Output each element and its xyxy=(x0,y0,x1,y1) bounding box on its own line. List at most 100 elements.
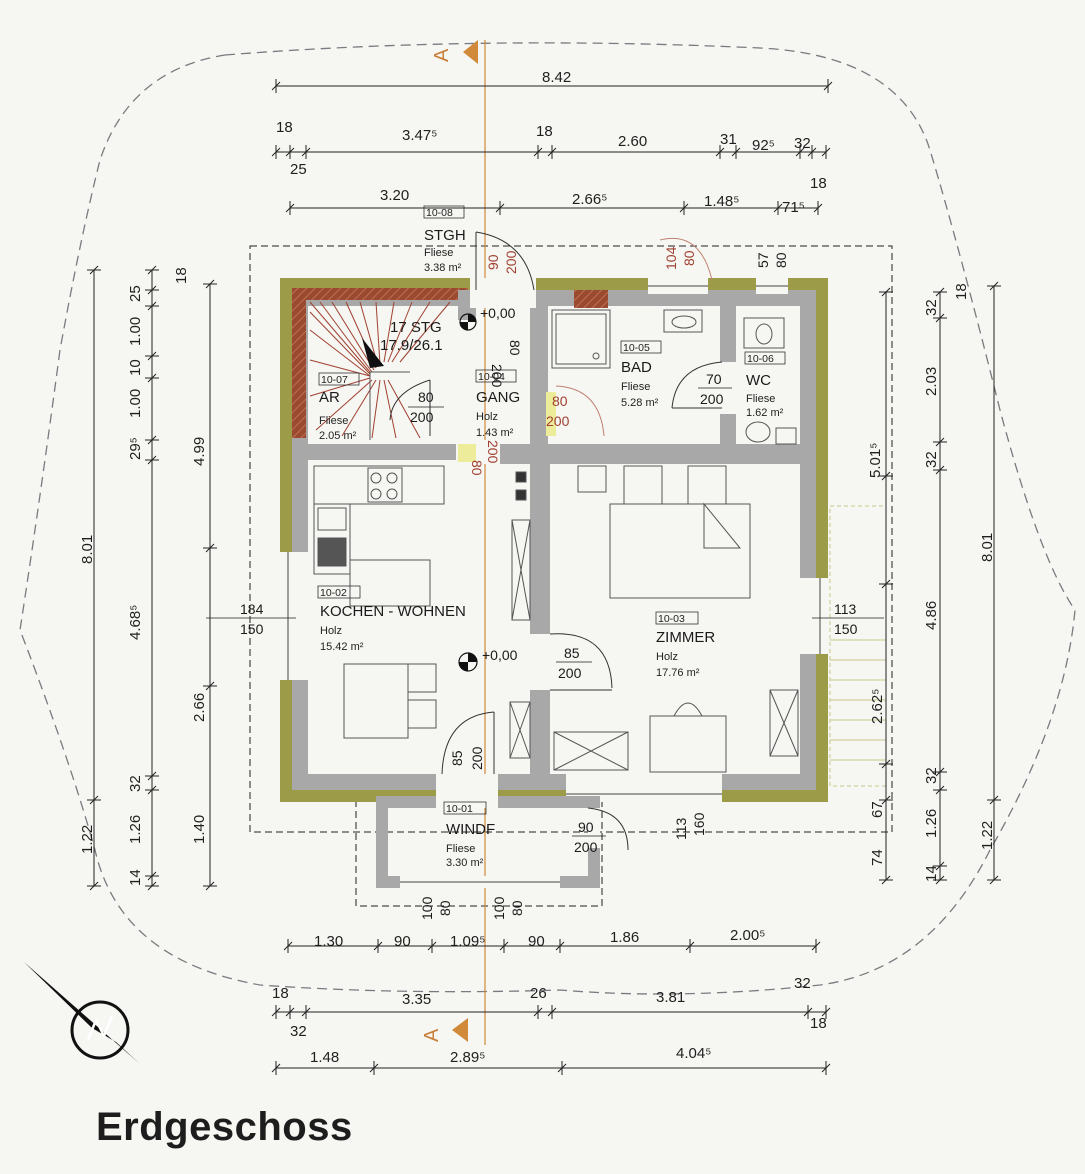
svg-text:80: 80 xyxy=(773,252,789,268)
door-label-entrance: 85 200 xyxy=(449,746,485,770)
plot-boundary xyxy=(19,42,1076,995)
level-label: +0,00 xyxy=(480,305,516,321)
door-label-ar: 80 200 xyxy=(408,389,444,425)
room-id: 10-06 xyxy=(747,353,774,365)
room-floor: Holz xyxy=(656,651,678,663)
dim-right: 1.22 xyxy=(979,821,996,850)
room-windfang: 10-01 WINDF Fliese 3.30 m² xyxy=(443,801,495,869)
room-zimmer: 10-03 ZIMMER Holz 17.76 m² xyxy=(655,611,715,679)
room-area: 3.38 m² xyxy=(424,262,462,274)
svg-text:200: 200 xyxy=(700,391,724,407)
dim-left: 1.00 xyxy=(127,389,144,418)
room-id: 10-01 xyxy=(446,803,473,815)
room-stgh: 10-08 STGH Fliese 3.38 m² xyxy=(423,205,466,274)
room-id: 10-05 xyxy=(623,342,650,354)
room-floor: Fliese xyxy=(746,393,775,405)
section-marker-bottom-arrow xyxy=(452,1018,468,1042)
stair-ratio-label: 17.9/26.1 xyxy=(380,337,443,354)
dim-right: 5.01⁵ xyxy=(867,443,884,478)
svg-text:200: 200 xyxy=(469,746,485,770)
room-kochen-wohnen: 10-02 KOCHEN - WOHNEN Holz 15.42 m² xyxy=(317,585,466,653)
dim-right: 4.86 xyxy=(923,601,940,630)
dim-top: 18 xyxy=(276,119,293,136)
dim-top: 3.20 xyxy=(380,187,409,204)
dim-bottom: 3.35 xyxy=(402,991,431,1008)
dim-left: 1.26 xyxy=(127,815,144,844)
dim-left: 10 xyxy=(127,359,144,376)
room-gang: 10-04 GANG Holz 1.43 m² xyxy=(475,369,520,439)
dim-top: 71⁵ xyxy=(782,199,805,216)
porch-walls xyxy=(376,796,600,888)
svg-text:80: 80 xyxy=(552,393,568,409)
dim-bottom: 32 xyxy=(794,975,811,992)
dim-top: 92⁵ xyxy=(752,137,775,154)
room-area: 17.76 m² xyxy=(656,667,700,679)
dim-left: 2.66 xyxy=(191,693,208,722)
room-name: AR xyxy=(319,389,340,406)
svg-text:80: 80 xyxy=(469,460,485,476)
svg-text:200: 200 xyxy=(410,409,434,425)
dim-right: 18 xyxy=(953,283,970,300)
dim-right: 67 xyxy=(869,801,886,818)
section-marker-bottom: A xyxy=(421,1028,443,1042)
svg-text:90: 90 xyxy=(578,819,594,835)
svg-text:113: 113 xyxy=(834,601,857,617)
room-bad: 10-05 BAD Fliese 5.28 m² xyxy=(620,340,662,409)
room-name: BAD xyxy=(621,359,652,376)
svg-text:100: 100 xyxy=(419,896,435,920)
svg-text:184: 184 xyxy=(240,601,264,617)
dim-bottom: 18 xyxy=(272,985,289,1002)
level-label: +0,00 xyxy=(482,647,518,663)
room-id: 10-07 xyxy=(321,374,348,386)
room-name: KOCHEN - WOHNEN xyxy=(320,603,466,620)
svg-text:150: 150 xyxy=(834,621,858,637)
svg-text:80: 80 xyxy=(437,900,453,916)
svg-text:150: 150 xyxy=(240,621,264,637)
door-label-gang-vertical: 200 80 xyxy=(489,340,523,388)
door-label-bad: 80 200 xyxy=(546,393,570,429)
svg-text:113: 113 xyxy=(673,817,689,840)
dim-left: 1.00 xyxy=(127,317,144,346)
room-wc: 10-06 WC Fliese 1.62 m² xyxy=(744,351,786,419)
dim-right: 2.62⁵ xyxy=(869,689,886,724)
stair-steps-label: 17 STG xyxy=(390,319,442,336)
dim-left: 4.99 xyxy=(191,437,208,466)
north-arrow-icon xyxy=(24,962,140,1064)
bedroom-furniture xyxy=(553,465,799,773)
dim-top: 18 xyxy=(536,123,553,140)
svg-text:80: 80 xyxy=(509,900,525,916)
svg-text:104: 104 xyxy=(663,246,679,270)
svg-text:200: 200 xyxy=(485,440,501,464)
dim-left: 18 xyxy=(173,267,190,284)
dim-left: 25 xyxy=(127,285,144,302)
svg-text:85: 85 xyxy=(449,750,465,766)
svg-text:200: 200 xyxy=(489,364,505,388)
dim-left: 14 xyxy=(127,869,144,886)
dim-top: 2.66⁵ xyxy=(572,191,607,208)
window-mark-bottom: 113 160 xyxy=(673,812,707,840)
door-label-stgh: 90 200 xyxy=(485,250,519,274)
room-area: 1.43 m² xyxy=(476,427,514,439)
room-id: 10-03 xyxy=(658,613,685,625)
dim-bottom: 1.09⁵ xyxy=(450,933,485,950)
dim-right: 32 xyxy=(923,299,940,316)
window-mark-porch-right: 100 80 xyxy=(491,896,525,920)
dim-bottom: 2.89⁵ xyxy=(450,1049,485,1066)
dim-bottom: 1.30 xyxy=(314,933,343,950)
window-mark-wc: 57 80 xyxy=(755,252,789,268)
room-floor: Fliese xyxy=(319,415,348,427)
dim-right: 1.26 xyxy=(923,809,940,838)
dim-bottom: 1.86 xyxy=(610,929,639,946)
dim-bottom: 3.81 xyxy=(656,989,685,1006)
page-title: Erdgeschoss xyxy=(96,1105,353,1149)
room-area: 1.62 m² xyxy=(746,407,784,419)
dim-top: 3.47⁵ xyxy=(402,127,437,144)
dim-left: 4.68⁵ xyxy=(127,605,144,640)
svg-text:85: 85 xyxy=(564,645,580,661)
dim-top-total: 8.42 xyxy=(542,69,571,86)
dim-left: 1.22 xyxy=(79,825,96,854)
dim-bottom: 1.48 xyxy=(310,1049,339,1066)
svg-text:57: 57 xyxy=(755,252,771,268)
window-mark-bad: 104 80 xyxy=(663,246,697,270)
dim-top: 2.60 xyxy=(618,133,647,150)
